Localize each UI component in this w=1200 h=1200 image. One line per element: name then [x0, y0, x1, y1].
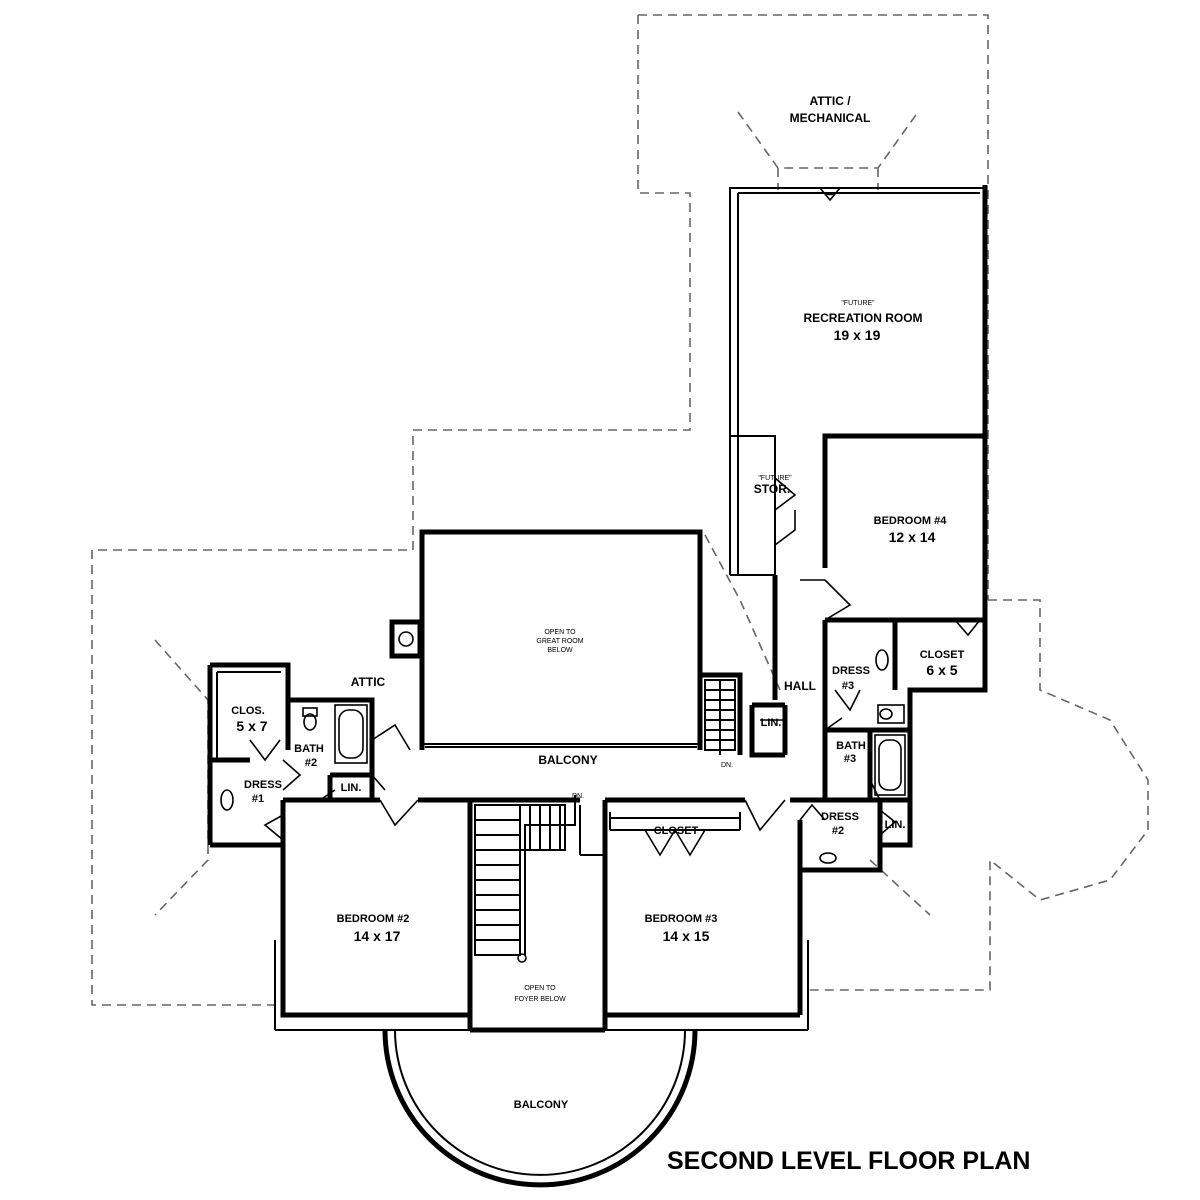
clos-name: CLOS. [231, 705, 265, 717]
open-great-label-1: OPEN TO [544, 629, 576, 636]
hall-label: HALL [784, 679, 816, 693]
dress2-num: #2 [832, 825, 844, 837]
rec-room-name: RECREATION ROOM [803, 311, 922, 325]
bedroom3-size: 14 x 15 [663, 928, 710, 944]
closet-bed4-name: CLOSET [920, 649, 965, 661]
dress1-name: DRESS [244, 779, 282, 791]
curved-balcony [382, 1029, 698, 1188]
stor-future-label: "FUTURE" [758, 475, 792, 482]
closet-bed3-label: CLOSET [654, 825, 699, 837]
dress2-name: DRESS [821, 811, 859, 823]
room-labels: ATTIC / MECHANICAL "FUTURE" RECREATION R… [231, 94, 964, 1111]
walls [207, 185, 988, 1033]
bath3-num: #3 [844, 753, 856, 765]
open-great-label-3: BELOW [547, 647, 573, 654]
hall-linen-label: LIN. [761, 717, 782, 729]
clos-size: 5 x 7 [236, 718, 267, 734]
balcony-upper-label: BALCONY [538, 753, 597, 767]
doors [249, 187, 981, 857]
bedroom4-name: BEDROOM #4 [874, 515, 948, 527]
stairs [474, 679, 736, 963]
bath3-name: BATH [836, 740, 866, 752]
stair-down-label-2: DN. [721, 762, 733, 769]
dress1-num: #1 [252, 793, 264, 805]
windows [320, 531, 750, 1016]
fixtures [220, 649, 906, 864]
bath3-linen-label: LIN. [885, 819, 906, 831]
stair-down-label-1: DN. [572, 793, 584, 800]
bedroom2-size: 14 x 17 [354, 928, 401, 944]
balcony-lower-label: BALCONY [514, 1099, 569, 1111]
bedroom4-size: 12 x 14 [889, 529, 936, 545]
attic-mechanical-label-1: ATTIC / [809, 94, 851, 108]
bath2-linen-label: LIN. [341, 782, 362, 794]
open-foyer-label-1: OPEN TO [524, 985, 556, 992]
attic-mechanical-label-2: MECHANICAL [790, 111, 871, 125]
dress3-num: #3 [842, 680, 854, 692]
roof-outline [91, 14, 1149, 1006]
rec-room-size: 19 x 19 [834, 327, 881, 343]
plan-title: SECOND LEVEL FLOOR PLAN [667, 1147, 1030, 1175]
bedroom3-name: BEDROOM #3 [645, 913, 718, 925]
dress3-name: DRESS [832, 665, 870, 677]
attic-label: ATTIC [351, 675, 386, 689]
rec-room-future-label: "FUTURE" [841, 300, 875, 307]
open-foyer-label-2: FOYER BELOW [514, 996, 566, 1003]
bath2-name: BATH [294, 743, 324, 755]
stor-label: STOR. [754, 482, 790, 496]
bath2-num: #2 [305, 757, 317, 769]
open-great-label-2: GREAT ROOM [536, 638, 583, 645]
closet-bed4-size: 6 x 5 [926, 662, 957, 678]
bedroom2-name: BEDROOM #2 [337, 913, 410, 925]
